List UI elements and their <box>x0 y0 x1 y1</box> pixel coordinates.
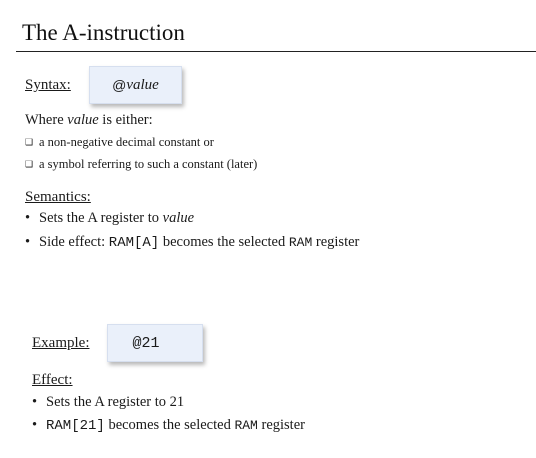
effect-bullet-1-text: Sets the A register to 21 <box>46 394 185 410</box>
effect-label: Effect: <box>32 372 73 388</box>
option-bullet-icon: ❑ <box>25 137 34 147</box>
option-bullet-icon: ❑ <box>25 159 34 169</box>
where-prefix: Where <box>25 112 68 128</box>
semantics-bullet-1-prefix: Sets the A register to <box>39 210 163 226</box>
example-code-box: @21 <box>107 324 203 362</box>
bullet-icon: • <box>32 417 38 433</box>
semantics-bullet-1: • Sets the A register to value <box>25 210 194 227</box>
semantics-bullet-2: • Side effect: RAM[A] becomes the selecte… <box>25 234 359 251</box>
option-text-1: a non-negative decimal constant or <box>39 135 214 149</box>
syntax-code-box: @value <box>89 66 182 104</box>
semantics-bullet-2-suffix: register <box>312 234 360 250</box>
effect-bullet-2-suffix: register <box>257 417 305 433</box>
option-item-1: ❑ a non-negative decimal constant or <box>25 135 214 150</box>
where-line: Where value is either: <box>25 112 153 129</box>
example-label: Example: <box>32 335 90 351</box>
bullet-icon: • <box>25 234 31 250</box>
page-title: The A-instruction <box>22 20 185 45</box>
syntax-label: Syntax: <box>25 77 71 93</box>
semantics-bullet-2-code: RAM[A] <box>108 235 160 251</box>
semantics-bullet-2-mid: becomes the selected <box>159 234 289 250</box>
bullet-icon: • <box>32 394 38 410</box>
effect-bullet-2-code: RAM[21] <box>46 418 105 434</box>
effect-bullet-2-code2: RAM <box>234 418 258 433</box>
syntax-code-prefix: @ <box>112 77 127 93</box>
syntax-code-value: value <box>126 76 159 93</box>
semantics-bullet-2-code2: RAM <box>288 235 313 250</box>
option-text-2: a symbol referring to such a constant (l… <box>39 157 258 171</box>
where-suffix: is either: <box>98 112 153 128</box>
effect-bullet-1: • Sets the A register to 21 <box>32 394 184 411</box>
where-value-word: value <box>67 112 99 128</box>
title-divider <box>16 51 536 52</box>
semantics-bullet-1-value: value <box>162 210 195 226</box>
option-item-2: ❑ a symbol referring to such a constant (… <box>25 157 257 172</box>
example-code: @21 <box>132 334 160 352</box>
bullet-icon: • <box>25 210 31 226</box>
semantics-bullet-2-prefix: Side effect: <box>39 234 109 250</box>
effect-bullet-2-mid: becomes the selected <box>104 417 235 433</box>
semantics-label: Semantics: <box>25 189 91 205</box>
effect-bullet-2: • RAM[21] becomes the selected RAM regist… <box>32 417 305 434</box>
